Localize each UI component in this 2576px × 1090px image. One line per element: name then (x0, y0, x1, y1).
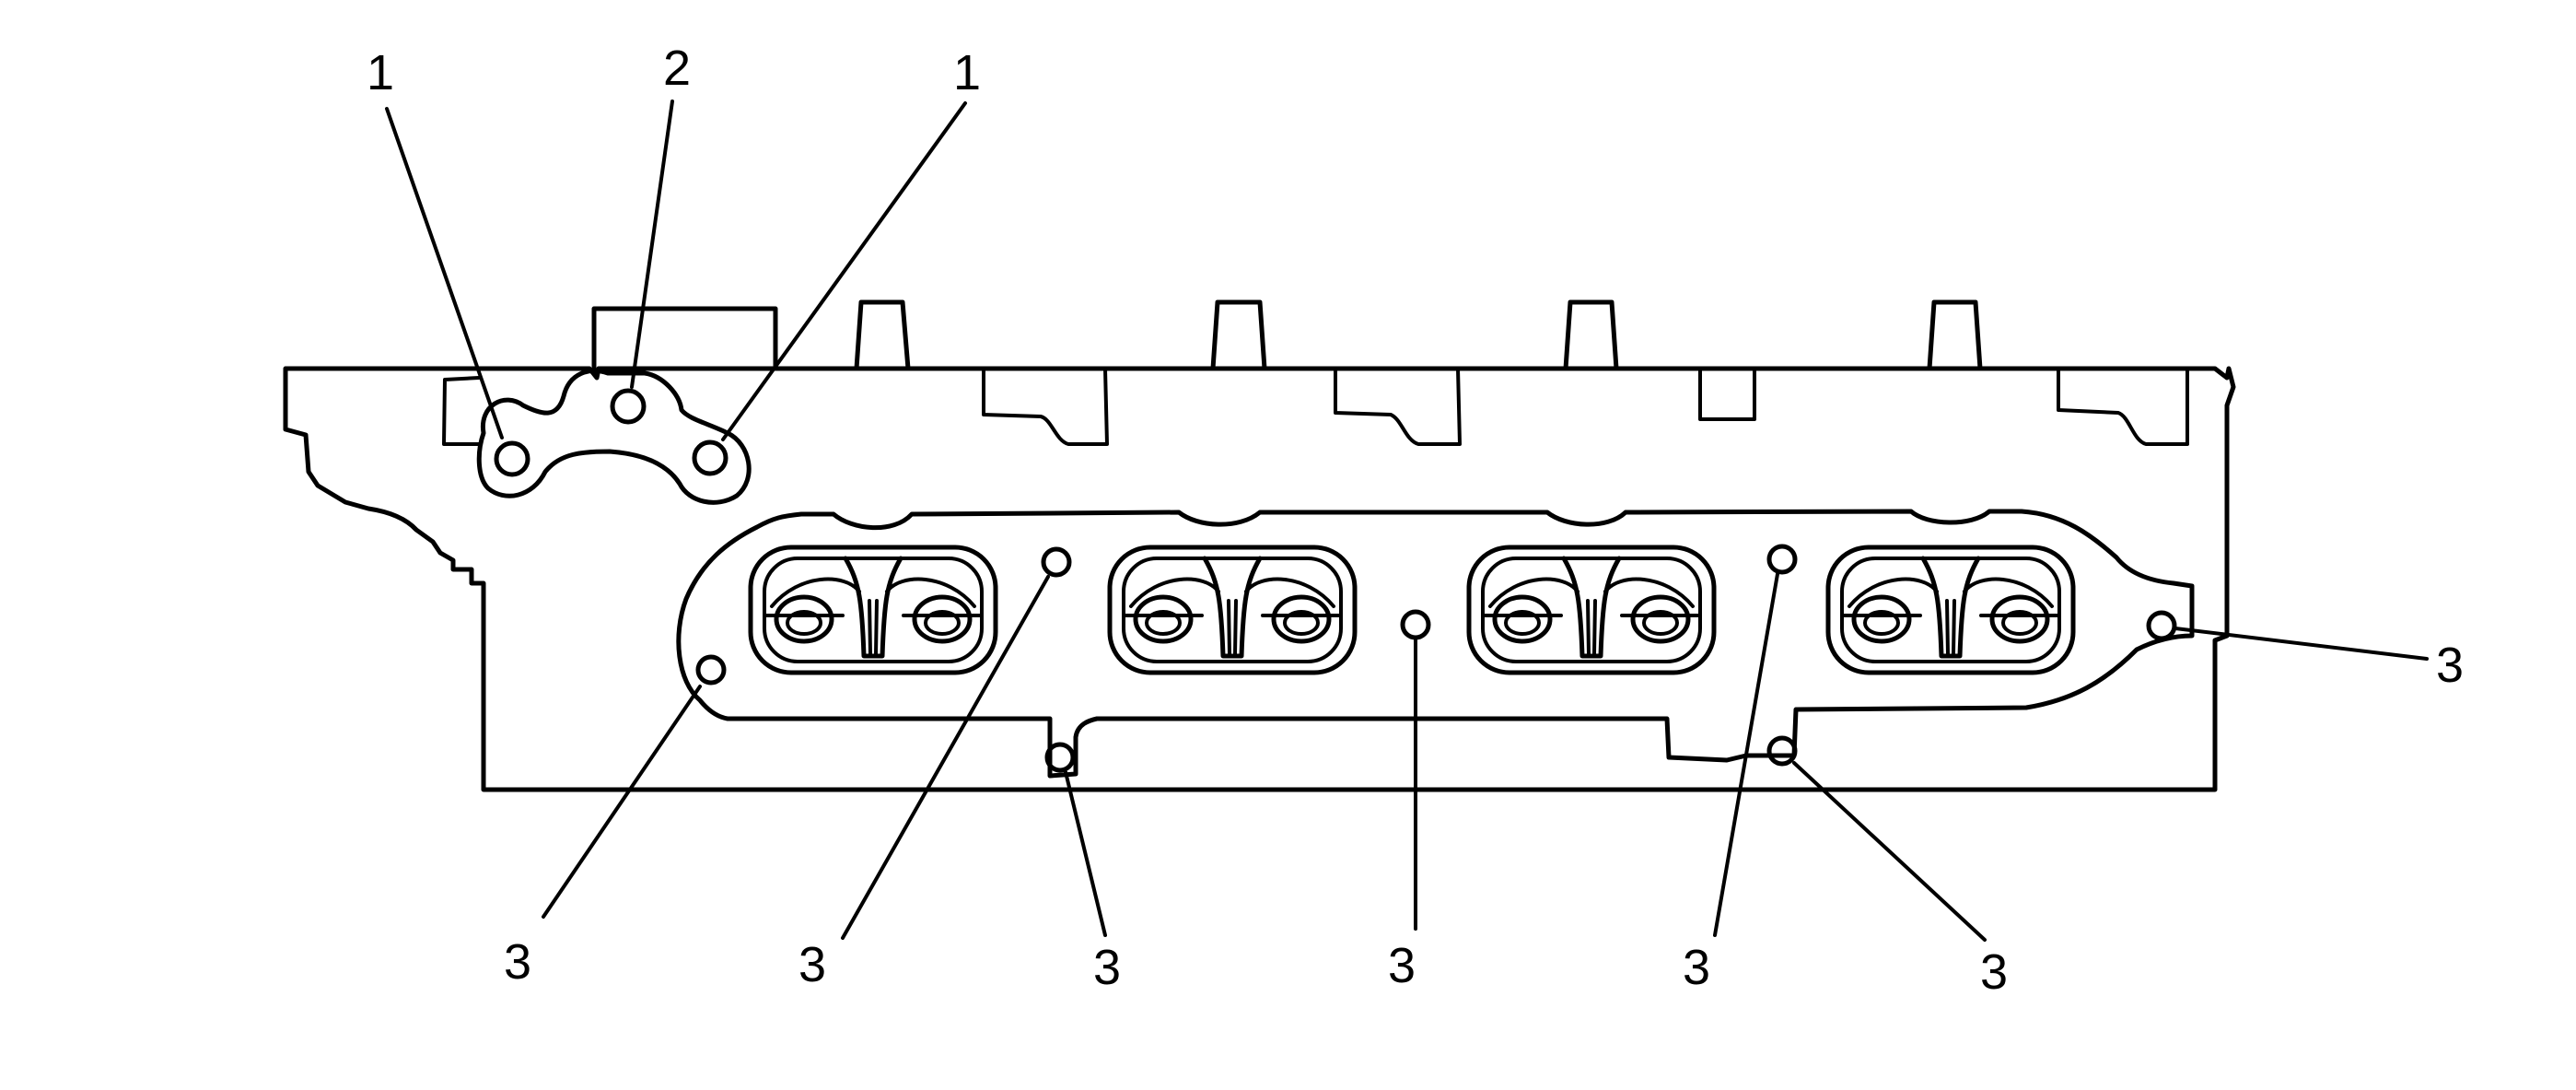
chamber-1-spark-plug-rib (843, 556, 903, 659)
chamber-3-right-curtain (1603, 577, 1695, 608)
chamber-4-outer (1825, 545, 2076, 675)
chamber-3-left-valve (1492, 594, 1553, 644)
chamber-2-left-curtain (1129, 577, 1220, 608)
chamber-1-outer (748, 545, 998, 675)
callout-3-e: 3 (1683, 940, 1710, 995)
chamber-3-right-valve (1630, 594, 1691, 644)
cam-tower-1 (854, 299, 911, 371)
bolt-hole-3-f (1766, 735, 1798, 767)
callout-3-f: 3 (1980, 944, 2008, 1000)
pocket-2 (1334, 367, 1462, 446)
chamber-1-left-curtain (770, 577, 861, 608)
leader-3-g (2174, 627, 2429, 661)
bolt-hole-1-left (494, 440, 530, 477)
chamber-4-spark-plug-rib (1920, 556, 1981, 659)
callout-3-b: 3 (798, 937, 826, 992)
leader-3-b (841, 575, 1050, 940)
bolt-hole-3-a (695, 654, 727, 686)
cam-tower-2 (1210, 299, 1267, 371)
bolt-hole-3-e (1766, 544, 1798, 575)
gasket-face (676, 509, 2195, 779)
chamber-4-left-valve (1851, 594, 1912, 644)
chamber-4-rib-detail (1945, 599, 1956, 656)
chamber-4-right-curtain (1963, 577, 2054, 608)
chamber-4-left-valve-seat (1863, 610, 1900, 636)
chamber-1-inner (763, 557, 984, 663)
chamber-3-rib-detail (1586, 599, 1597, 656)
head-outline (283, 366, 2236, 792)
leader-1-left (385, 107, 504, 440)
chamber-2-left-valve-seat (1145, 610, 1182, 636)
chamber-1-right-valve (912, 594, 973, 644)
leader-3-a (542, 685, 702, 919)
chamber-3-spark-plug-rib (1561, 556, 1622, 659)
left-recess (442, 376, 483, 446)
chamber-2-outer (1107, 545, 1358, 675)
cam-tower-4 (1927, 299, 1983, 371)
leader-2 (630, 100, 674, 389)
front-boss (591, 306, 778, 371)
chamber-4-right-valve (1989, 594, 2050, 644)
chamber-2-spark-plug-rib (1202, 556, 1263, 659)
callout-1-left: 1 (367, 45, 394, 100)
bolt-boss (476, 368, 752, 505)
leader-1-right (721, 101, 967, 441)
chamber-1-left-valve (774, 594, 834, 644)
chamber-3-inner (1481, 557, 1702, 663)
chamber-2-inner (1122, 557, 1343, 663)
pocket-3 (1698, 367, 1756, 421)
callout-3-a: 3 (504, 934, 531, 990)
chamber-2-right-valve-seat (1283, 610, 1320, 636)
chamber-1-right-valve-seat (924, 610, 961, 636)
callout-1-right: 1 (953, 45, 981, 100)
chamber-4 (1825, 545, 2076, 675)
pocket-4 (2057, 367, 2189, 446)
chamber-2-rib-detail (1227, 599, 1238, 656)
chamber-3-left-valve-seat (1504, 610, 1541, 636)
chamber-4-left-curtain (1847, 577, 1939, 608)
callout-3-g: 3 (2436, 638, 2464, 693)
bolt-hole-3-d (1400, 609, 1431, 640)
chamber-2-right-valve (1271, 594, 1332, 644)
callout-2: 2 (663, 41, 691, 96)
chamber-2-left-valve (1133, 594, 1194, 644)
chamber-3-outer (1466, 545, 1717, 675)
bolt-hole-3-c (1044, 742, 1076, 773)
chamber-2-right-curtain (1244, 577, 1335, 608)
leader-3-c (1064, 770, 1107, 937)
chamber-3-left-curtain (1488, 577, 1579, 608)
bolt-hole-2 (610, 388, 647, 425)
chamber-2 (1107, 545, 1358, 675)
bolt-hole-3-g (2146, 610, 2177, 641)
chamber-1-right-curtain (885, 577, 976, 608)
chamber-1-rib-detail (868, 599, 879, 656)
leader-3-f (1792, 761, 1987, 942)
chamber-4-inner (1840, 557, 2061, 663)
callout-3-d: 3 (1388, 938, 1416, 993)
chamber-1-left-valve-seat (786, 610, 822, 636)
chamber-1 (748, 545, 998, 675)
bolt-hole-1-right (692, 440, 729, 476)
callout-3-c: 3 (1093, 940, 1121, 995)
leader-3-e (1713, 572, 1779, 937)
combustion-chambers (748, 545, 2076, 675)
cam-tower-3 (1563, 299, 1619, 371)
bolt-hole-3-b (1041, 546, 1072, 578)
chamber-4-right-valve-seat (2001, 610, 2038, 636)
pocket-1 (982, 367, 1109, 446)
chamber-3-right-valve-seat (1642, 610, 1679, 636)
chamber-3 (1466, 545, 1717, 675)
